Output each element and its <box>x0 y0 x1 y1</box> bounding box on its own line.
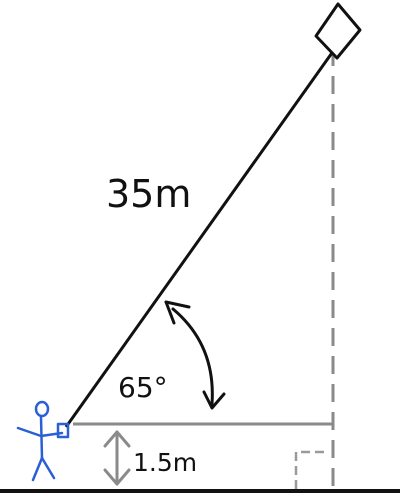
right-angle-marker-icon <box>294 450 328 489</box>
string-length-label: 35m <box>106 172 191 216</box>
kite-string <box>64 49 336 428</box>
stick-figure-icon <box>16 400 70 482</box>
height-indicator <box>103 430 131 486</box>
kite-icon <box>314 2 362 60</box>
angle-arc <box>164 300 226 410</box>
person-height-label: 1.5m <box>133 448 197 477</box>
angle-label: 65° <box>118 371 168 404</box>
